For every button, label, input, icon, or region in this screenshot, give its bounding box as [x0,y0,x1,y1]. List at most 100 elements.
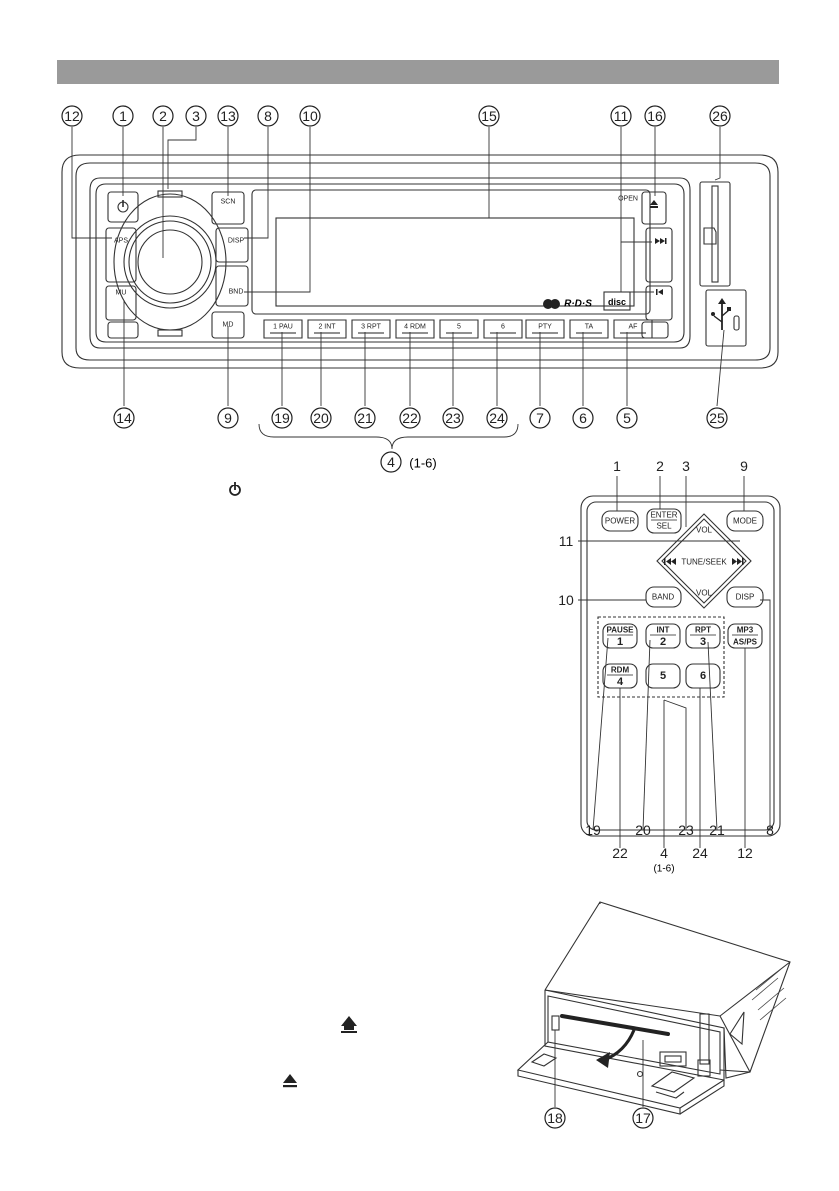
callout-17-text: 17 [635,1110,651,1126]
lcd-display [275,217,635,307]
callout-16: 16 [644,105,666,127]
callout-2: 2 [152,105,174,127]
callout-25-text: 25 [709,410,725,426]
remote-rpt-label: RPT [695,626,711,635]
preset-label-5: 5 [457,324,461,331]
eject-icon [283,1074,297,1088]
preset-button-9[interactable]: AF [613,319,653,339]
remote-number-9: 9 [740,458,748,474]
remote-6-label: 6 [700,670,706,682]
remote-key-1[interactable] [602,623,638,649]
preset-button-1[interactable]: 1 PAU [263,319,303,339]
scan-button[interactable] [211,191,245,225]
remote-number-10: 10 [558,592,574,608]
remote-vol-up-label: VOL [696,526,713,535]
callout-15: 15 [478,105,500,127]
mode-label: MD [223,322,234,329]
callout-26: 26 [709,105,731,127]
callout-20: 20 [310,407,332,429]
next-track-button[interactable] [645,227,673,283]
disp-label: DISP [228,238,245,245]
mute-label: MU [116,290,127,297]
callout-12-text: 12 [64,108,80,124]
remote-number-22: 22 [612,845,628,861]
usb-port[interactable] [705,289,747,347]
next-track-icon [732,558,744,565]
remote-number-2: 2 [656,458,664,474]
callout-5: 5 [616,407,638,429]
callout-5-text: 5 [623,410,631,426]
preset-button-3[interactable]: 3 RPT [351,319,391,339]
callout-7-text: 7 [536,410,544,426]
group-label: 4 [387,454,395,470]
remote-5-label: 5 [660,670,666,682]
remote-number-8: 8 [766,822,774,838]
disc-logo [603,291,631,311]
preset-label-6: 6 [501,324,505,331]
callout-23: 23 [442,407,464,429]
callout-19-text: 19 [274,410,290,426]
preset-button-7[interactable]: PTY [525,319,565,339]
remote-number-23: 23 [678,822,694,838]
remote-mode-label: MODE [733,517,757,526]
remote-enter-key[interactable] [646,508,682,534]
callout-3-text: 3 [192,108,200,124]
preset-button-6[interactable]: 6 [483,319,523,339]
bottom-right-button[interactable] [641,321,669,339]
callout-17: 17 [632,1107,654,1129]
open-button[interactable] [641,191,667,225]
remote-number-11: 11 [559,533,574,549]
callout-11: 11 [610,105,632,127]
preset-key-group [597,616,725,698]
preset-button-2[interactable]: 2 INT [307,319,347,339]
callout-12: 12 [61,105,83,127]
remote-number-20: 20 [635,822,651,838]
remote-disp-key[interactable] [726,586,764,608]
callout-13: 13 [217,105,239,127]
callout-10-text: 10 [302,108,318,124]
preset-group-callout: 4 (1-6) [380,451,437,473]
remote-key-6[interactable] [685,663,721,689]
callout-18-text: 18 [547,1110,563,1126]
callout-13-text: 13 [220,108,236,124]
volume-knob[interactable] [113,190,227,337]
remote-power-key[interactable] [601,510,639,532]
callout-7: 7 [529,407,551,429]
disc-logo-text: disc [608,297,626,307]
remote-number-12: 12 [737,845,753,861]
callout-23-text: 23 [445,410,461,426]
callout-3: 3 [185,105,207,127]
preset-label-8: TA [585,324,594,331]
remote-key-5[interactable] [645,663,681,689]
disp-button[interactable] [215,227,249,263]
remote-key-2[interactable] [645,623,681,649]
callout-26-text: 26 [712,108,728,124]
mute-button[interactable] [105,285,137,321]
preset-button-8[interactable]: TA [569,319,609,339]
remote-dpad[interactable] [656,513,752,609]
callout-24: 24 [486,407,508,429]
remote-key-3[interactable] [685,623,721,649]
sd-card-slot[interactable] [699,181,731,287]
rds-logo: R·D·S [564,299,592,310]
remote-number-21: 21 [709,822,725,838]
bottom-left-button[interactable] [107,321,139,339]
preset-button-5[interactable]: 5 [439,319,479,339]
band-button[interactable] [215,265,249,307]
aps-label: APS [114,238,128,245]
remote-enter-label: ENTER [650,511,677,520]
remote-mode-key[interactable] [726,510,764,532]
prev-track-button[interactable] [645,285,673,321]
remote-number-4: 4 [660,845,668,861]
remote-body [580,495,781,837]
section-header-bar [57,60,779,84]
preset-button-4[interactable]: 4 RDM [395,319,435,339]
remote-2-label: 2 [660,636,666,648]
remote-number-24: 24 [692,845,708,861]
remote-band-key[interactable] [645,586,682,608]
